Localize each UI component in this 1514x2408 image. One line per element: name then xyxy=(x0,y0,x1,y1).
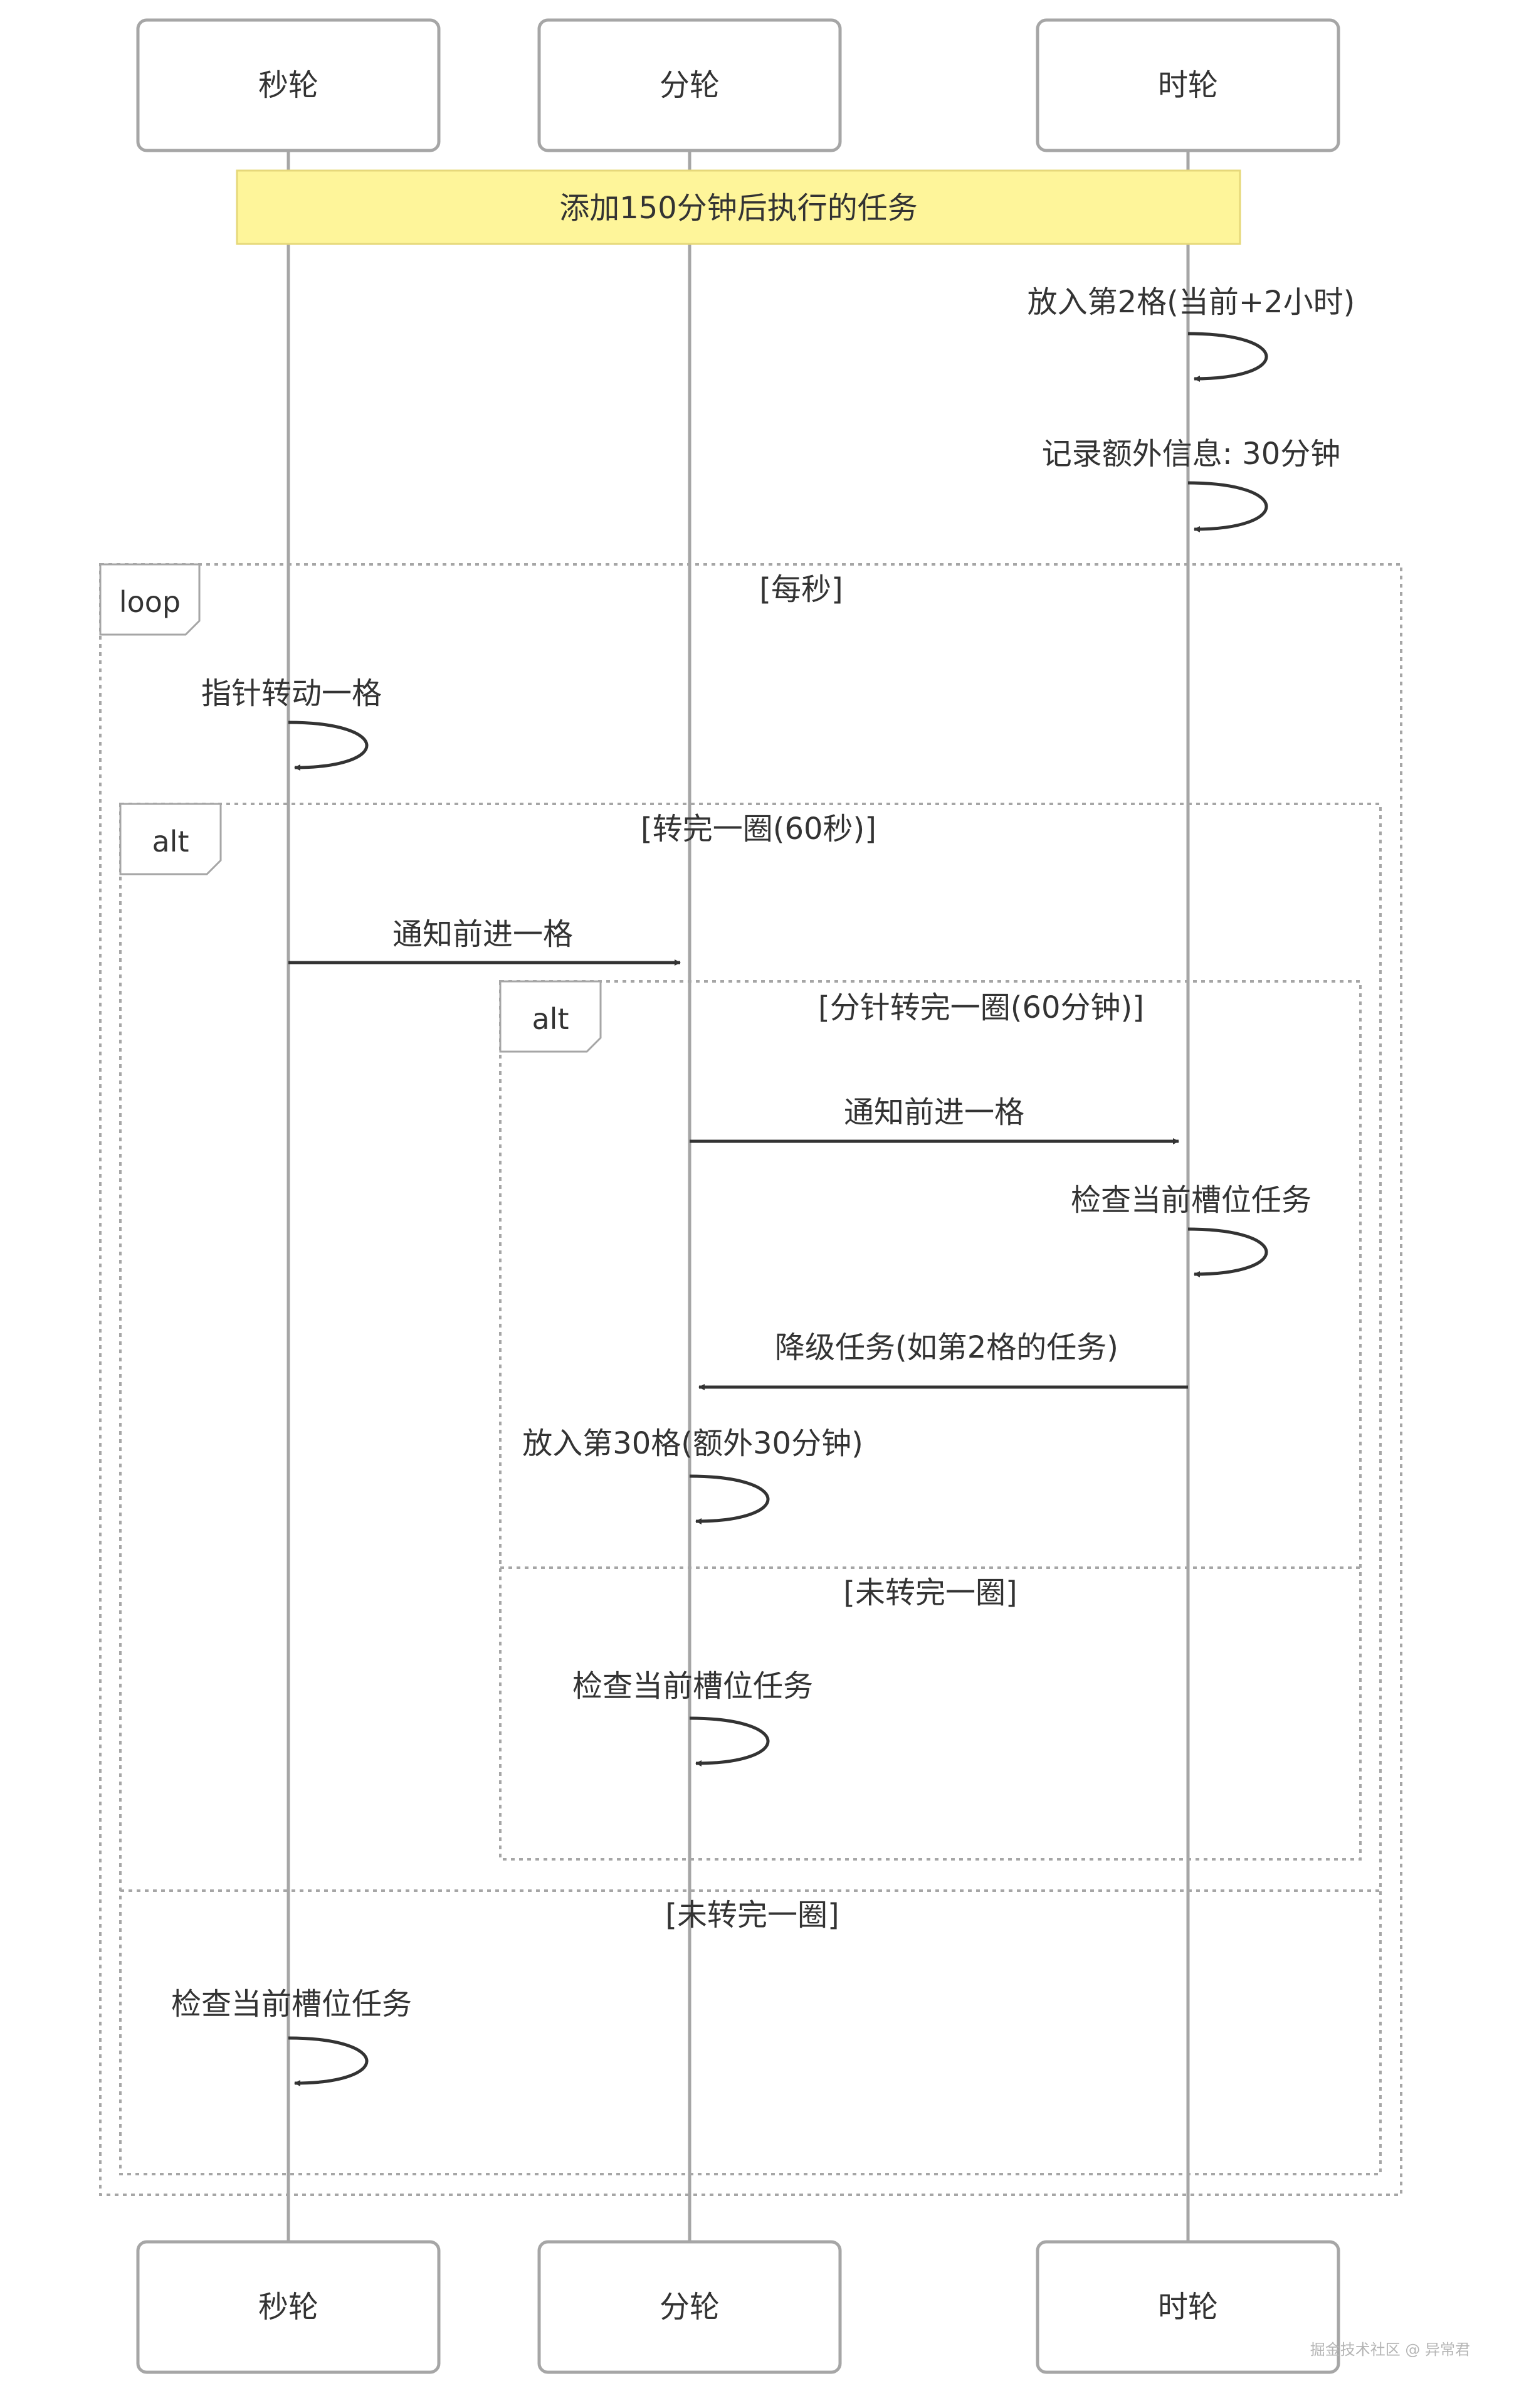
message-notify-min-advance-label: 通知前进一格 xyxy=(392,917,573,952)
participant-hour-top: 时轮 xyxy=(1036,18,1340,152)
alt-frame-outer: alt [转完一圈(60秒)] [未转完一圈] xyxy=(119,803,1382,2175)
alt-frame-inner-else-condition: [未转完一圈] xyxy=(843,1575,1017,1610)
self-message-record-extra: 记录额外信息: 30分钟 xyxy=(1042,436,1341,532)
alt-frame-inner-tag: alt xyxy=(532,1002,569,1036)
watermark: 掘金技术社区 @ 异常君 xyxy=(1310,2341,1470,2358)
participant-sec-top: 秒轮 xyxy=(136,18,441,152)
participant-sec-top-label: 秒轮 xyxy=(258,68,318,103)
alt-frame-outer-else-condition: [未转完一圈] xyxy=(665,1898,839,1933)
self-message-place-slot-2-label: 放入第2格(当前+2小时) xyxy=(1028,285,1355,320)
participant-min-top: 分轮 xyxy=(537,18,842,152)
participant-min-top-label: 分轮 xyxy=(660,68,720,103)
loop-frame-tag: loop xyxy=(119,585,181,619)
self-message-sec-check-slot-label: 检查当前槽位任务 xyxy=(171,1987,412,2022)
note-text: 添加150分钟后执行的任务 xyxy=(559,191,918,226)
participant-hour-bottom: 时轮 xyxy=(1036,2240,1340,2374)
self-message-pointer-tick: 指针转动一格 xyxy=(201,676,382,771)
loop-frame-condition: [每秒] xyxy=(759,572,843,607)
alt-frame-inner: alt [分针转完一圈(60分钟)] [未转完一圈] xyxy=(499,980,1362,1861)
self-message-place-slot-30-label: 放入第30格(额外30分钟) xyxy=(522,1426,863,1461)
self-message-sec-check-slot: 检查当前槽位任务 xyxy=(171,1987,412,2086)
self-message-place-slot-30: 放入第30格(额外30分钟) xyxy=(522,1426,863,1524)
alt-frame-outer-condition: [转完一圈(60秒)] xyxy=(641,811,876,847)
participant-hour-bottom-label: 时轮 xyxy=(1158,2289,1218,2325)
alt-frame-inner-condition: [分针转完一圈(60分钟)] xyxy=(818,990,1144,1025)
self-message-hour-check-slot: 检查当前槽位任务 xyxy=(1071,1183,1312,1277)
self-message-hour-check-slot-label: 检查当前槽位任务 xyxy=(1071,1183,1312,1218)
message-notify-min-advance: 通知前进一格 xyxy=(288,917,681,966)
self-message-min-check-slot: 检查当前槽位任务 xyxy=(572,1669,813,1766)
loop-frame: loop [每秒] xyxy=(99,563,1402,2196)
note: 添加150分钟后执行的任务 xyxy=(236,169,1241,245)
self-message-place-slot-2: 放入第2格(当前+2小时) xyxy=(1028,285,1355,382)
message-downgrade-task-label: 降级任务(如第2格的任务) xyxy=(775,1330,1118,1365)
participant-hour-top-label: 时轮 xyxy=(1158,68,1218,103)
participant-min-bottom: 分轮 xyxy=(537,2240,842,2374)
message-downgrade-task: 降级任务(如第2格的任务) xyxy=(698,1330,1188,1390)
self-message-pointer-tick-label: 指针转动一格 xyxy=(201,676,382,711)
message-notify-hour-advance: 通知前进一格 xyxy=(690,1095,1179,1144)
participant-sec-bottom-label: 秒轮 xyxy=(258,2289,318,2325)
message-notify-hour-advance-label: 通知前进一格 xyxy=(844,1095,1024,1130)
participant-min-bottom-label: 分轮 xyxy=(660,2289,720,2325)
self-message-min-check-slot-label: 检查当前槽位任务 xyxy=(572,1669,813,1704)
alt-frame-outer-tag: alt xyxy=(152,825,189,858)
participant-sec-bottom: 秒轮 xyxy=(136,2240,441,2374)
self-message-record-extra-label: 记录额外信息: 30分钟 xyxy=(1042,436,1341,472)
